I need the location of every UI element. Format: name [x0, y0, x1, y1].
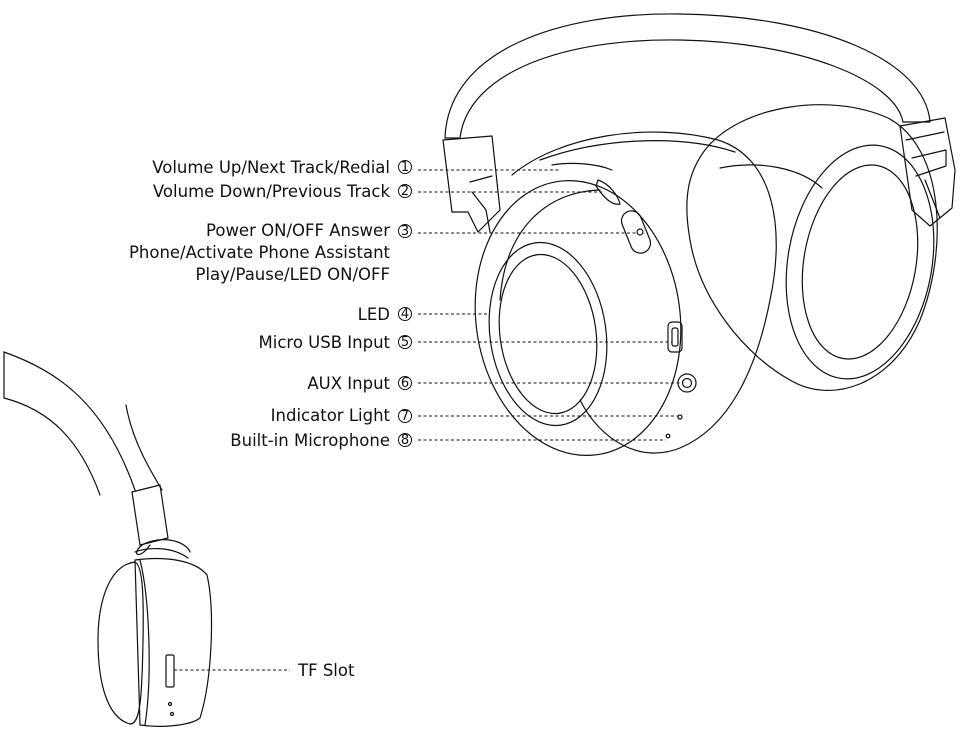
micro-usb-port — [667, 321, 683, 353]
callout-number: 6 — [401, 376, 409, 391]
callout-marker — [398, 224, 412, 238]
callout-7: Indicator Light 7 — [271, 406, 412, 425]
callout-marker — [398, 376, 412, 390]
callout-leaders — [418, 169, 680, 441]
callout-label: Volume Down/Previous Track — [153, 182, 391, 201]
headband-inner — [459, 39, 904, 139]
callout-6: AUX Input 6 — [307, 374, 412, 393]
volume-up-button — [551, 162, 613, 171]
far-earcup-shell — [686, 104, 938, 392]
near-earcup-shell — [511, 131, 777, 454]
callout-label: Micro USB Input — [259, 333, 391, 352]
side-slider — [131, 484, 169, 546]
callout-label-line-3: Play/Pause/LED ON/OFF — [196, 265, 390, 284]
callout-number: 7 — [401, 409, 409, 424]
callout-label: LED — [358, 305, 390, 324]
right-hinge — [899, 117, 956, 227]
callout-number: 4 — [401, 307, 409, 322]
callout-marker — [398, 307, 412, 321]
callout-5: Micro USB Input 5 — [259, 333, 412, 352]
indicator-light — [677, 414, 683, 420]
callout-marker — [398, 409, 412, 423]
side-headband — [3, 351, 136, 491]
callout-label: Volume Up/Next Track/Redial — [152, 158, 390, 177]
callout-label: AUX Input — [307, 374, 390, 393]
callout-marker — [398, 184, 412, 198]
callout-marker — [398, 335, 412, 349]
aux-jack — [677, 373, 697, 393]
far-earcup-ring — [801, 164, 919, 360]
callout-marker — [398, 433, 412, 447]
callout-3: Power ON/OFF Answer Phone/Activate Phone… — [129, 221, 412, 284]
callout-label: Built-in Microphone — [230, 431, 390, 450]
callout-number: 5 — [401, 335, 409, 350]
callout-number: 1 — [401, 160, 409, 175]
built-in-microphone — [665, 433, 671, 439]
headphones-side-view: TF Slot — [3, 351, 355, 727]
near-earcup-cushion — [474, 180, 682, 456]
callout-2: Volume Down/Previous Track 2 — [153, 182, 412, 201]
callout-1: Volume Up/Next Track/Redial 1 — [152, 158, 412, 177]
callout-number: 8 — [401, 433, 409, 448]
side-earcup-cushion — [97, 561, 144, 725]
headphones-front-view — [442, 13, 956, 456]
left-hinge — [442, 135, 501, 233]
headband-outer — [444, 13, 931, 139]
callout-number: 2 — [401, 184, 409, 199]
far-earcup-cushion — [785, 144, 935, 380]
side-earcup-shell — [134, 557, 213, 727]
callout-label-line-2: Phone/Activate Phone Assistant — [129, 243, 391, 262]
callout-label-line-1: Power ON/OFF Answer — [206, 221, 390, 240]
power-button — [620, 210, 652, 254]
callout-marker — [398, 160, 412, 174]
tf-slot-label: TF Slot — [297, 661, 355, 680]
callout-number: 3 — [401, 224, 409, 239]
tf-slot — [165, 654, 175, 688]
callout-8: Built-in Microphone 8 — [230, 431, 412, 450]
callout-label: Indicator Light — [271, 406, 391, 425]
callout-4: LED 4 — [358, 305, 412, 324]
near-speaker-ring — [488, 241, 608, 427]
